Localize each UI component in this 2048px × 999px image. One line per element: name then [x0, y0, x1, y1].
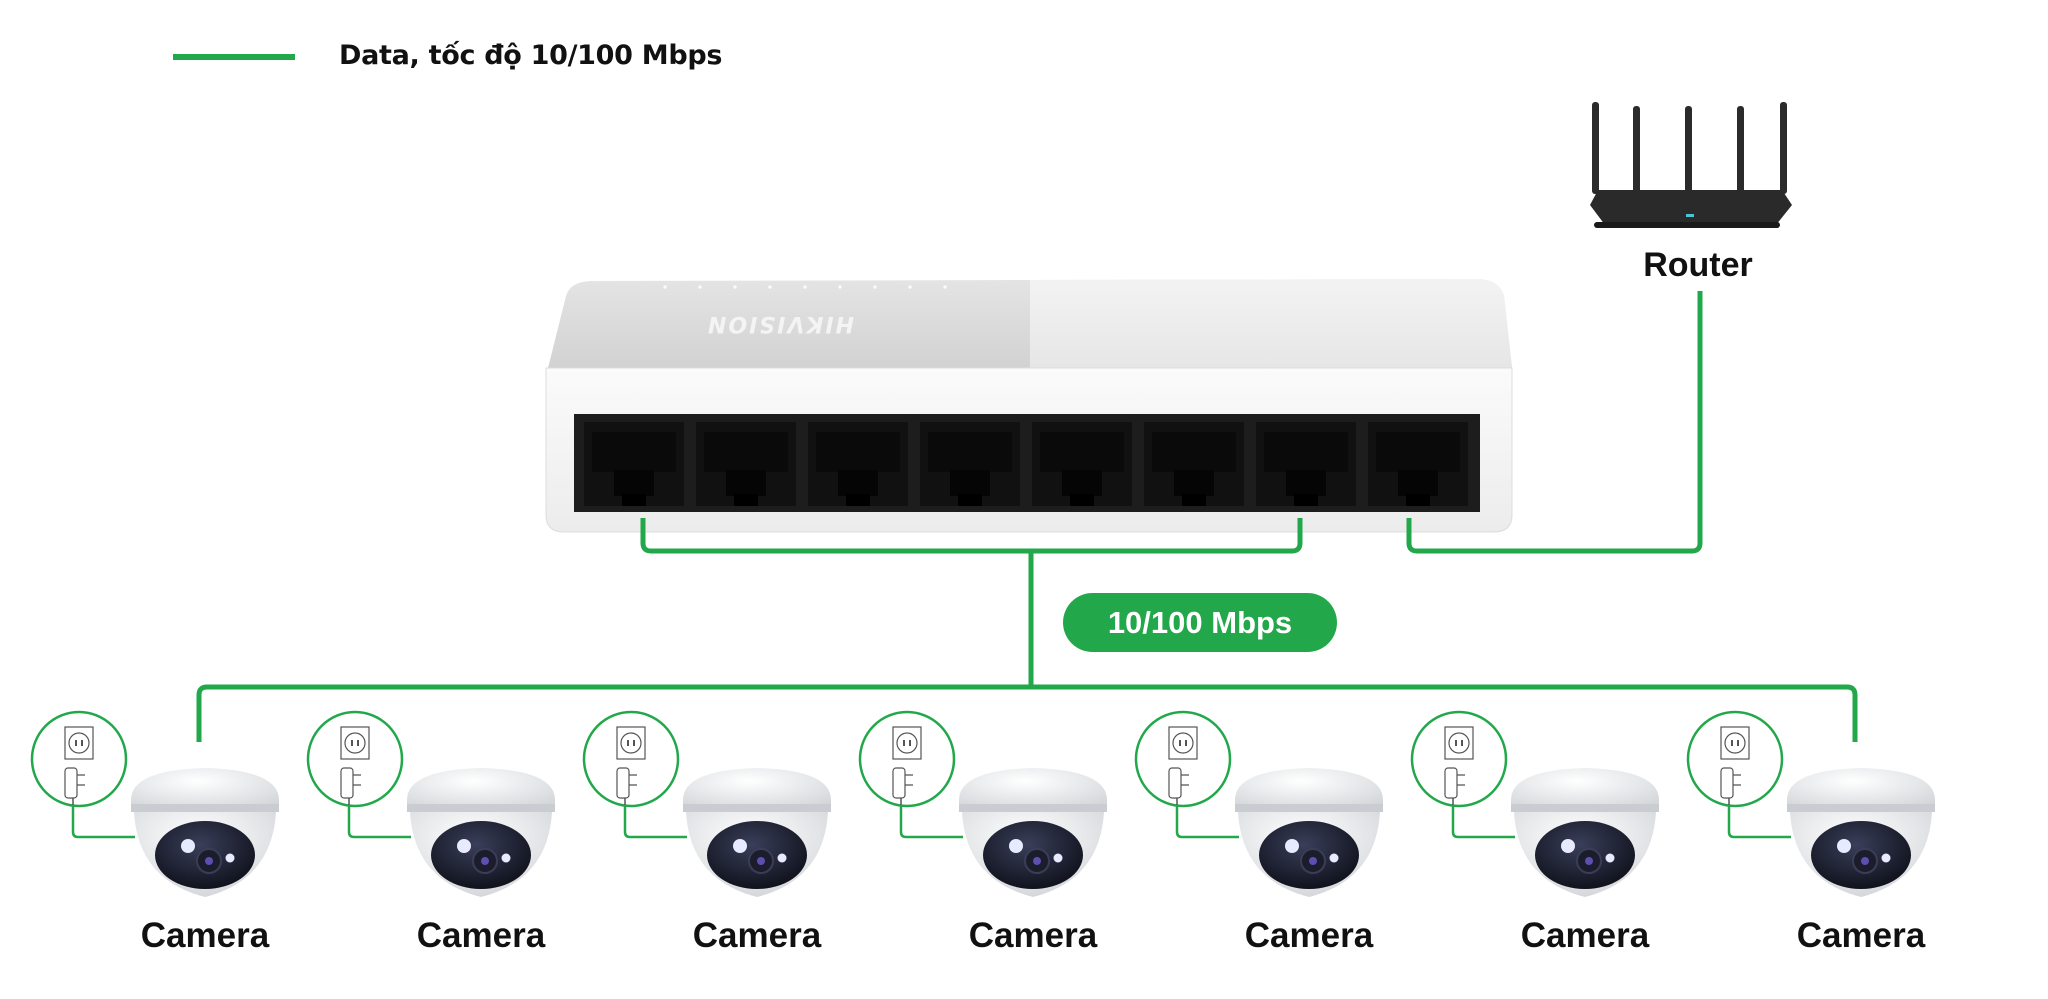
speed-badge: 10/100 Mbps [1063, 593, 1337, 652]
cameras [30, 710, 1935, 897]
dome-camera-icon [1787, 768, 1935, 897]
camera-label: Camera [1520, 916, 1650, 955]
camera-label: Camera [692, 916, 822, 955]
router-icon [1590, 102, 1792, 228]
dome-camera-icon [407, 768, 555, 897]
switch-port [1144, 422, 1244, 506]
dome-camera-icon [1235, 768, 1383, 897]
dome-camera-icon [131, 768, 279, 897]
camera-label: Camera [416, 916, 546, 955]
dome-camera-icon [959, 768, 1107, 897]
power-cable [1727, 805, 1791, 839]
power-cable [1175, 805, 1239, 839]
camera-label: Camera [1244, 916, 1374, 955]
power-adapter-icon [306, 710, 404, 808]
dome-camera-icon [1511, 768, 1659, 897]
camera [1134, 710, 1383, 897]
switch-ports [584, 422, 1468, 506]
links [196, 291, 1858, 742]
switch-port [808, 422, 908, 506]
switch-port [1256, 422, 1356, 506]
power-cable [347, 805, 411, 839]
router-label: Router [1643, 246, 1753, 284]
power-adapter-icon [858, 710, 956, 808]
power-adapter-icon [582, 710, 680, 808]
camera-label: Camera [1796, 916, 1926, 955]
switch-port [584, 422, 684, 506]
camera [858, 710, 1107, 897]
network-switch: HIKVISION [545, 279, 1513, 533]
switch-port [1368, 422, 1468, 506]
camera [306, 710, 555, 897]
power-adapter-icon [1134, 710, 1232, 808]
power-adapter-icon [1686, 710, 1784, 808]
power-cable [1451, 805, 1515, 839]
camera [1410, 710, 1659, 897]
camera [30, 710, 279, 897]
legend-label: Data, tốc độ 10/100 Mbps [339, 40, 723, 71]
camera [1686, 710, 1935, 897]
router-link [1406, 291, 1703, 554]
switch-brand-logo: HIKVISION [706, 311, 854, 336]
power-cable [623, 805, 687, 839]
camera-label: Camera [968, 916, 1098, 955]
camera-label: Camera [140, 916, 270, 955]
switch-port [1032, 422, 1132, 506]
power-adapter-icon [1410, 710, 1508, 808]
power-cable [71, 805, 135, 839]
camera [582, 710, 831, 897]
dome-camera-icon [683, 768, 831, 897]
power-cable [899, 805, 963, 839]
switch-camera-uplinks [640, 518, 1303, 554]
camera-bus [196, 684, 1858, 742]
switch-port [920, 422, 1020, 506]
switch-port [696, 422, 796, 506]
power-adapter-icon [30, 710, 128, 808]
